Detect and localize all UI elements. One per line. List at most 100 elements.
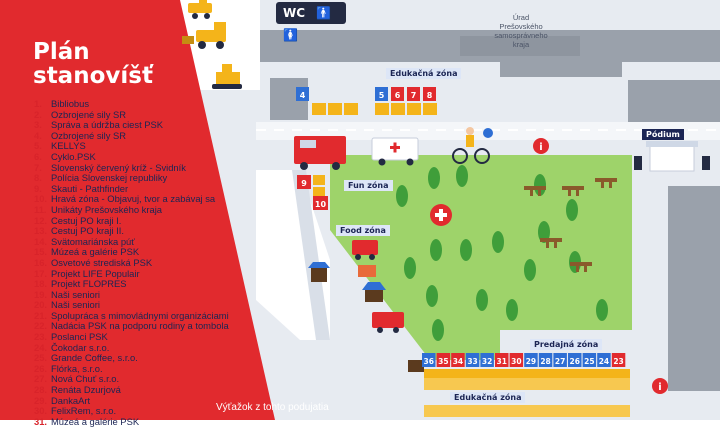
sales-marker-35[interactable] <box>436 353 451 367</box>
diagonal-path <box>292 170 330 340</box>
sales-marker-27[interactable] <box>553 353 567 367</box>
legend-item: 13.Cestuj PO kraji II. <box>34 225 259 237</box>
legend-item: 4.Ozbrojené sily SR <box>34 129 259 142</box>
zone-predajna: Predajná zóna <box>530 339 603 350</box>
sales-marker-29[interactable] <box>524 353 538 367</box>
sales-marker-28[interactable] <box>538 353 553 367</box>
stall-row-top <box>312 103 437 115</box>
sales-marker-label: 25 <box>584 357 594 366</box>
picnic-tables <box>524 178 617 272</box>
sales-marker-26[interactable] <box>568 353 582 367</box>
sales-marker-label: 31 <box>497 357 507 366</box>
office-building-block <box>460 36 580 56</box>
legend-item-number: 24. <box>34 341 48 353</box>
legend-item-label: Svätomariánska púť <box>51 235 135 247</box>
sales-stall-row <box>424 369 630 380</box>
legend-item-label: Naši seniori <box>51 288 100 300</box>
legend-item-number: 10. <box>34 193 48 205</box>
sales-marker-label: 32 <box>482 357 492 366</box>
legend-item: 24.Čokodar s.r.o. <box>34 341 259 354</box>
wc-sign[interactable]: WC 🚹🚺 <box>276 2 346 42</box>
legend-item-label: Projekt FLOPRES <box>51 278 127 290</box>
legend-item-number: 7. <box>34 161 42 173</box>
restroom-icon: 🚹🚺 <box>283 6 332 42</box>
marker-4[interactable]: 4 <box>296 87 309 101</box>
legend-item: 1.Bibliobus <box>34 98 259 110</box>
legend-panel <box>0 0 275 420</box>
zone-edukacna-top: Edukačná zóna <box>386 68 462 79</box>
legend-item-number: 5. <box>34 140 42 152</box>
sales-marker-label: 24 <box>599 357 609 366</box>
legend-item-number: 8. <box>34 172 42 184</box>
legend-item-number: 1. <box>34 98 42 109</box>
sales-marker-label: 23 <box>613 357 623 366</box>
legend-item-label: Ozbrojené sily SR <box>51 129 127 141</box>
svg-text:i: i <box>658 382 661 393</box>
legend-item-number: 31. <box>34 415 48 427</box>
legend-item: 9.Skauti - Pathfinder <box>34 182 259 195</box>
legend-item-label: Spolupráca s mimovládnymi organizáciami <box>51 309 229 321</box>
fire-truck-icon <box>294 136 346 170</box>
legend-item: 22.Nadácia PSK na podporu rodiny a tombo… <box>34 321 259 332</box>
sales-marker-34[interactable] <box>451 353 465 367</box>
legend-item: 14.Svätomariánska púť <box>34 235 259 248</box>
legend-item: 21.Spolupráca s mimovládnymi organizácia… <box>34 309 259 322</box>
bike-point-icon <box>483 128 493 138</box>
sales-marker-label: 26 <box>570 357 580 366</box>
stall-row-bottom <box>424 378 630 417</box>
far-right-building <box>668 186 720 391</box>
legend-item-number: 26. <box>34 362 48 374</box>
legend-item-label: Čokodar s.r.o. <box>51 341 110 353</box>
legend-item-label: Flórka, s.r.o. <box>51 362 103 374</box>
legend-item-label: Cestuj PO kraji I. <box>51 214 122 226</box>
legend-item-label: Cyklo.PSK <box>51 150 96 162</box>
sales-marker-33[interactable] <box>465 353 480 367</box>
proceeds-note: Výťažok z tohto podujatia <box>216 402 329 413</box>
marker-6[interactable]: 6 <box>391 87 404 101</box>
legend-item-number: 23. <box>34 331 48 343</box>
sales-marker-24[interactable] <box>597 353 611 367</box>
marker-7-label: 7 <box>411 91 417 100</box>
legend-item-label: Unikáty Prešovského kraja <box>51 203 162 215</box>
sales-marker-label: 27 <box>555 357 565 366</box>
sales-marker-25[interactable] <box>582 353 597 367</box>
first-aid-icon <box>430 204 452 226</box>
sales-marker-32[interactable] <box>480 353 494 367</box>
legend-item-label: Hravá zóna - Objavuj, tvor a zabávaj sa <box>51 193 216 205</box>
marker-9[interactable]: 9 <box>297 175 311 189</box>
bulldozer-icon <box>212 64 242 89</box>
legend-item-number: 9. <box>34 182 42 194</box>
legend-item: 5. KELLYS <box>34 141 259 152</box>
legend-item-label: Správa a údržba ciest PSK <box>51 119 164 131</box>
legend-item-label: Projekt LIFE Populair <box>51 267 140 279</box>
marker-7[interactable]: 7 <box>407 87 420 101</box>
legend-item: 26.Flórka, s.r.o. <box>34 362 259 375</box>
marker-8[interactable]: 8 <box>423 87 436 101</box>
marker-9-label: 9 <box>301 179 307 188</box>
marker-10[interactable]: 10 <box>313 196 328 210</box>
legend-item: 17.Projekt LIFE Populair <box>34 267 259 280</box>
legend-item-label: Múzeá a galérie PSK <box>51 246 140 258</box>
info-marker-top[interactable]: i <box>533 138 549 154</box>
legend-item-label: Ozbrojené sily SR <box>51 108 127 120</box>
legend-item-number: 6. <box>34 150 42 162</box>
podium-label: Pódium <box>642 129 684 140</box>
legend-item-number: 3. <box>34 119 42 131</box>
sales-marker-23[interactable] <box>611 353 626 367</box>
legend-item: 28.Renáta Dzurjová <box>34 384 259 396</box>
office-label: Úrad Prešovského samosprávneho kraja <box>494 13 548 49</box>
sales-marker-36[interactable] <box>422 353 436 367</box>
legend-item-number: 28. <box>34 384 48 396</box>
info-marker-bottom[interactable]: i <box>652 378 668 394</box>
legend-item: 20.Naši seniori <box>34 299 259 311</box>
legend-item-number: 17. <box>34 267 48 279</box>
sales-marker-30[interactable] <box>509 353 524 367</box>
legend-item: 15.Múzeá a galérie PSK <box>34 247 259 258</box>
legend-item-number: 15. <box>34 246 48 258</box>
legend-item-label: KELLYS <box>51 140 86 152</box>
sales-marker-31[interactable] <box>495 353 509 367</box>
legend-item-number: 22. <box>34 320 48 332</box>
legend-item: 16.Osvetové strediská PSK <box>34 257 259 269</box>
marker-5[interactable]: 5 <box>375 87 388 101</box>
